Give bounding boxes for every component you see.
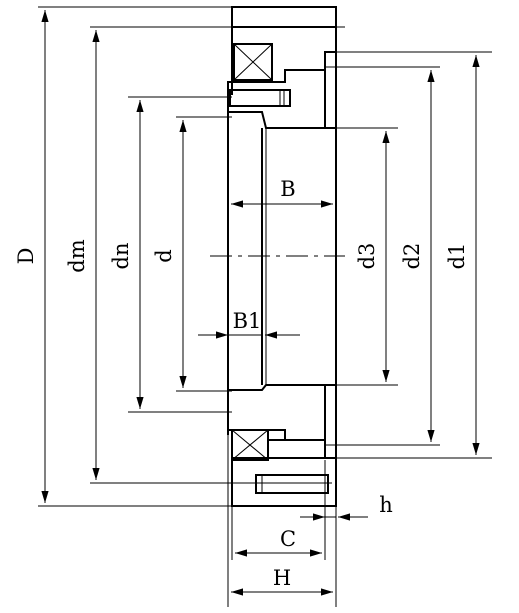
label-C: C xyxy=(280,527,296,551)
label-dm: dm xyxy=(65,239,89,272)
label-dn: dn xyxy=(109,243,133,270)
outer-ring-top-section xyxy=(231,6,337,28)
inner-ring-lower-section xyxy=(227,384,326,441)
label-H: H xyxy=(273,566,291,590)
bearing-body xyxy=(227,6,337,507)
label-B: B xyxy=(280,177,295,201)
lower-bolt-hole xyxy=(255,474,329,494)
outer-ring-lower-section xyxy=(231,439,337,507)
upper-bolt-hole xyxy=(229,89,291,107)
label-D: D xyxy=(14,248,38,265)
label-d1: d1 xyxy=(445,243,469,270)
label-B1: B1 xyxy=(233,309,262,333)
label-d: d xyxy=(152,249,176,262)
upper-roller xyxy=(233,43,273,81)
outer-ring-bottom-section xyxy=(231,457,337,507)
dimension-labels: D dm dn d d3 d2 d1 B B1 h C H xyxy=(14,177,469,590)
extension-lines xyxy=(38,6,492,607)
inner-ring-upper-section xyxy=(227,69,326,129)
label-d2: d2 xyxy=(400,243,424,270)
dimension-lines xyxy=(41,9,480,596)
label-h: h xyxy=(379,493,393,517)
label-d3: d3 xyxy=(355,243,379,270)
